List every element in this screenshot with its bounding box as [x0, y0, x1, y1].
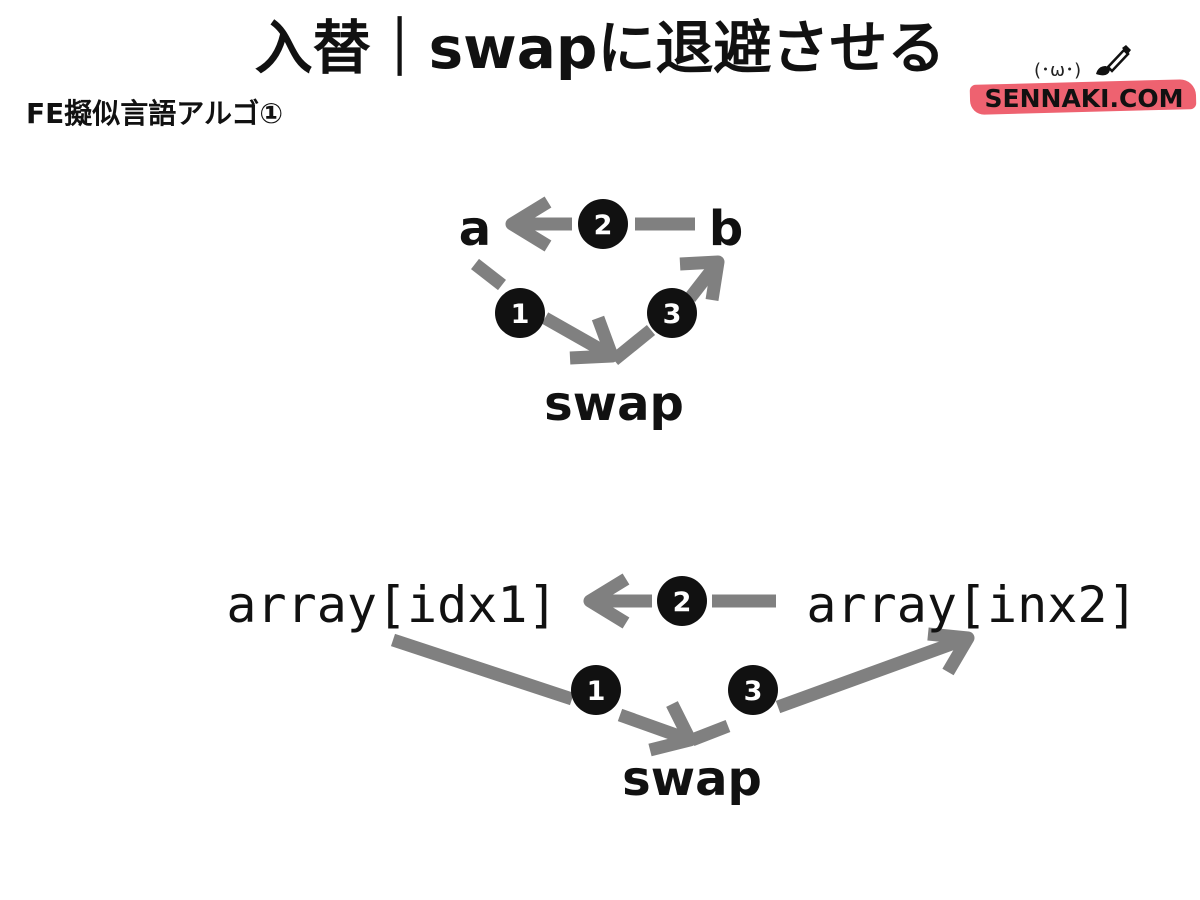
node-a: a — [459, 201, 491, 257]
badge-step-3-simple: 3 — [647, 288, 697, 338]
node-swap-simple: swap — [544, 376, 684, 432]
svg-text:3: 3 — [663, 299, 682, 330]
svg-text:1: 1 — [587, 676, 606, 707]
node-swap-array: swap — [622, 751, 762, 807]
node-array-inx2: array[inx2] — [806, 576, 1137, 634]
badge-step-2-array: 2 — [657, 576, 707, 626]
arrow-step-3-simple — [609, 255, 725, 366]
svg-text:2: 2 — [673, 587, 692, 618]
node-array-idx1: array[idx1] — [226, 576, 557, 634]
site-logo[interactable]: (･ω･) SENNAKI.COM — [968, 44, 1200, 124]
badge-step-2-simple: 2 — [578, 199, 628, 249]
node-b: b — [709, 201, 743, 257]
svg-text:2: 2 — [594, 210, 613, 241]
svg-text:3: 3 — [744, 676, 763, 707]
arrow-step-2-array — [583, 573, 776, 629]
arrow-step-1-array — [390, 633, 697, 757]
badge-step-1-array: 1 — [571, 665, 621, 715]
logo-face: (･ω･) — [1034, 60, 1082, 81]
page-title: 入替｜swapに退避させる — [254, 14, 946, 82]
svg-text:1: 1 — [511, 299, 530, 330]
page-subtitle: FE擬似言語アルゴ① — [26, 97, 284, 130]
logo-text: SENNAKI.COM — [984, 84, 1184, 113]
array-diagram: array[idx1] array[inx2] swap 1 2 3 — [226, 573, 1138, 807]
badge-step-3-array: 3 — [728, 665, 778, 715]
paintbrush-icon — [1096, 45, 1131, 76]
arrow-step-2-simple — [505, 196, 695, 252]
simple-diagram: a b swap 1 2 3 — [459, 196, 743, 432]
arrow-step-3-array — [689, 627, 975, 747]
badge-step-1-simple: 1 — [495, 288, 545, 338]
